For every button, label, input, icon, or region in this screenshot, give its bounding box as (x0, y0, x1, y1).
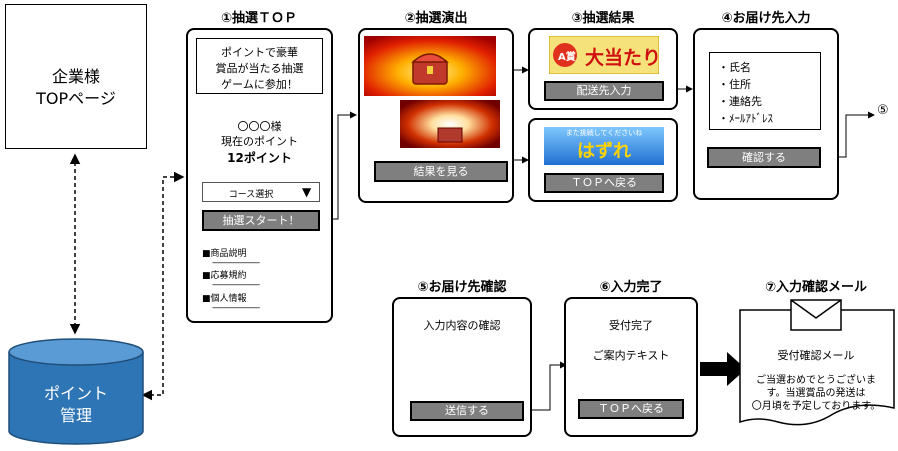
jackpot-banner-text: 大当たり (585, 47, 662, 69)
promo-line1: ポイントで豪華 (221, 46, 298, 59)
input-complete-panel: 受付完了 ご案内テキスト ＴＯＰへ戻る (564, 297, 698, 437)
promo-line2: 賞品が当たる抽選 (215, 62, 304, 75)
opening-chest-image (400, 100, 500, 148)
step4-title: ④お届け先入力 (721, 11, 811, 26)
terms-link[interactable]: ■応募規約 (202, 271, 247, 281)
db-top-connector (141, 171, 185, 401)
complete-to-mail-arrow (700, 352, 746, 386)
lottery-animation-panel: 結果を見る (358, 28, 514, 203)
dropdown-arrow-icon: ▼ (302, 185, 312, 199)
promo-box: ポイントで豪華 賞品が当たる抽選 ゲームに参加！ (196, 38, 323, 94)
complete-line1: 受付完了 (609, 319, 653, 332)
step7-title: ⑦入力確認メール (764, 280, 867, 295)
point-db-label-line2: 管理 (59, 406, 92, 425)
mail-body-line1: ご当選おめでとうございま (756, 375, 876, 386)
envelope-icon (790, 299, 842, 331)
field-name: ・氏名 (718, 61, 751, 74)
step6-title: ⑥入力完了 (599, 280, 663, 295)
privacy-link[interactable]: ■個人情報 (202, 294, 247, 304)
mail-body-line3: 〇月頃を予定しております。 (751, 401, 881, 412)
delivery-confirm-panel: 入力内容の確認 送信する (392, 297, 532, 437)
point-database-cylinder (8, 338, 144, 445)
confirmation-mail-paper (739, 299, 895, 426)
lottery-top-panel: ポイントで豪華 賞品が当たる抽選 ゲームに参加！ 〇〇〇様 現在のポイント 12… (186, 28, 333, 323)
step3-title: ③抽選結果 (571, 11, 635, 26)
treasure-chest-image (364, 36, 496, 96)
step1-title: ①抽選ＴＯＰ (220, 11, 297, 26)
jackpot-banner-image (549, 36, 659, 74)
enter-delivery-button[interactable]: 配送先入力 (544, 81, 664, 101)
mail-title: 受付確認メール (777, 349, 855, 362)
company-top-label-line2: TOPページ (36, 89, 116, 108)
step5-title: ⑤お届け先確認 (417, 280, 507, 295)
point-db-label-line1: ポイント (43, 384, 108, 403)
next-step-marker: ⑤ (877, 103, 889, 118)
course-select-dropdown[interactable]: コース選択 ▼ (202, 182, 320, 202)
company-top-page-box: 企業様 TOPページ (5, 4, 147, 149)
jackpot-prize-badge: A賞 (558, 52, 576, 63)
miss-banner-text: はずれ (577, 141, 631, 162)
confirm-to-complete-connector (528, 361, 567, 411)
confirm-text: 入力内容の確認 (423, 319, 501, 332)
complete-back-to-top-button[interactable]: ＴＯＰへ戻る (578, 399, 684, 419)
product-description-link[interactable]: ■商品説明 (202, 249, 247, 259)
confirm-button[interactable]: 確認する (707, 147, 821, 168)
course-select-label: コース選択 (228, 190, 274, 200)
field-email: ・ﾒｰﾙｱﾄﾞﾚｽ (718, 112, 773, 125)
delivery-input-panel: ・氏名 ・住所 ・連絡先 ・ﾒｰﾙｱﾄﾞﾚｽ 確認する (693, 28, 839, 200)
step2-title: ②抽選演出 (404, 11, 468, 26)
divider: ------------------------- (212, 258, 260, 267)
miss-banner-subtext: また挑戦してくださいね (565, 129, 643, 137)
back-to-top-button[interactable]: ＴＯＰへ戻る (544, 173, 664, 193)
miss-banner-image (544, 127, 664, 165)
points-label: 現在のポイント (221, 135, 298, 148)
complete-line2: ご案内テキスト (592, 349, 670, 362)
win-result-panel: A賞 大当たり 配送先入力 (528, 28, 678, 110)
mail-body-line2: す。当選賞品の発送は (766, 388, 866, 399)
divider: ------------------------- (212, 303, 260, 312)
company-top-label-line1: 企業様 (51, 67, 100, 86)
user-name: 〇〇〇様 (237, 120, 282, 133)
lose-result-panel: また挑戦してくださいね はずれ ＴＯＰへ戻る (528, 118, 678, 202)
view-result-button[interactable]: 結果を見る (374, 161, 508, 182)
divider: ------------------------- (212, 280, 260, 289)
submit-button[interactable]: 送信する (410, 401, 524, 421)
start-lottery-button[interactable]: 抽選スタート！ (202, 210, 320, 231)
points-value: 12ポイント (227, 151, 292, 165)
promo-line3: ゲームに参加！ (221, 78, 298, 91)
address-fields-box: ・氏名 ・住所 ・連絡先 ・ﾒｰﾙｱﾄﾞﾚｽ (709, 52, 821, 130)
field-contact: ・連絡先 (718, 95, 762, 108)
field-address: ・住所 (718, 78, 751, 91)
